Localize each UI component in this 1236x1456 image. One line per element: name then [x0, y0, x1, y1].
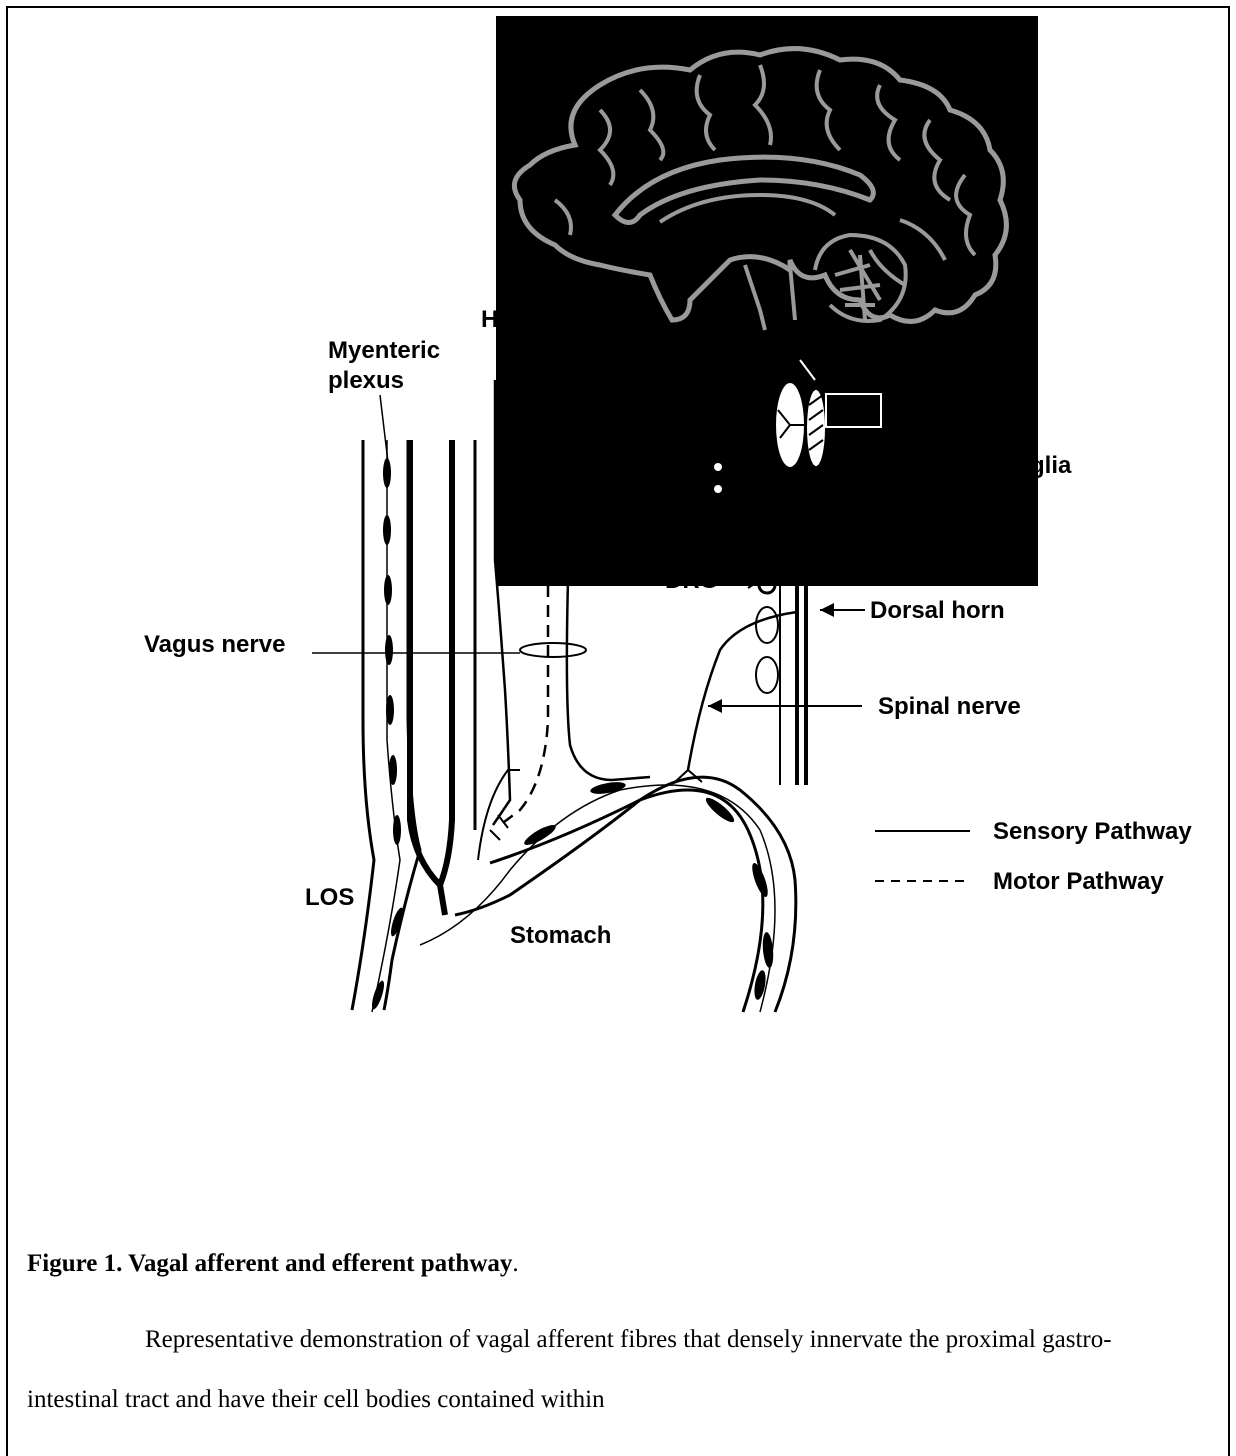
legend: Sensory Pathway Motor Pathway: [875, 818, 1192, 895]
dorsal-horn-label: Dorsal horn: [870, 597, 1005, 624]
vagus-nerve-label: Vagus nerve: [144, 631, 285, 658]
dorsal-horn-arrowhead: [820, 603, 834, 617]
stomach-label: Stomach: [510, 922, 611, 949]
clipped-glia-label: glia: [1030, 452, 1072, 479]
myenteric-leader: [380, 395, 388, 462]
figure-caption-body: Representative demonstration of vagal af…: [27, 1310, 1197, 1430]
spinal-nerve-label: Spinal nerve: [878, 693, 1021, 720]
brain-overlay: [496, 16, 1038, 586]
myenteric-label-2: plexus: [328, 367, 404, 394]
clipped-h-label: H: [481, 306, 498, 333]
figure-caption-title: Figure 1. Vagal afferent and efferent pa…: [27, 1250, 519, 1278]
legend-sensory-label: Sensory Pathway: [993, 818, 1192, 845]
los-label: LOS: [305, 884, 354, 911]
myenteric-label-1: Myenteric: [328, 337, 440, 364]
legend-motor-label: Motor Pathway: [993, 868, 1164, 895]
spinal-nerve-arrowhead: [708, 699, 722, 713]
clipped-drg-label: DRG: [665, 567, 718, 594]
pathway-diagram: Myenteric plexus H glia DRG Vagus nerve …: [0, 0, 1236, 1100]
spinal-cord: [675, 577, 806, 785]
